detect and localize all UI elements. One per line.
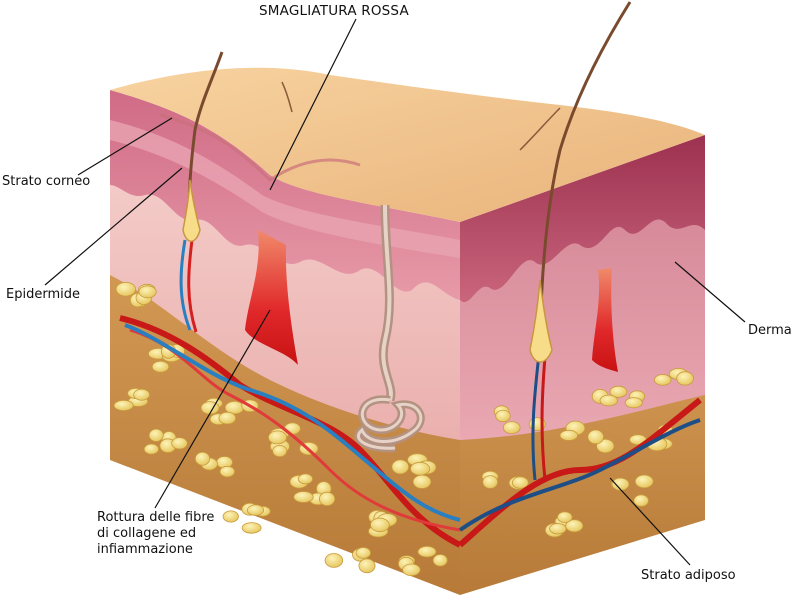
- fat-cell: [113, 399, 134, 411]
- fat-cell: [194, 451, 211, 466]
- fat-cell: [115, 281, 137, 297]
- top-crease-2: [519, 107, 561, 151]
- fat-cell: [318, 491, 336, 506]
- follicle-left: [182, 179, 201, 242]
- blood-vessels: [119, 239, 702, 548]
- leader-derma: [674, 261, 746, 323]
- fat-cell: [222, 510, 239, 523]
- fat-cell: [218, 411, 237, 425]
- label-rottura-fibre: Rottura delle fibre di collagene ed infi…: [97, 510, 247, 558]
- fat-cell: [267, 430, 287, 445]
- label-epidermide: Epidermide: [6, 287, 80, 302]
- follicle-right: [529, 279, 553, 363]
- fat-cell: [599, 394, 618, 407]
- fat-cell: [171, 437, 188, 450]
- fat-cell: [297, 473, 313, 485]
- fat-cell: [511, 476, 529, 489]
- fat-cell: [358, 558, 376, 574]
- leader-rottura: [154, 309, 271, 509]
- epidermis-side: [460, 135, 705, 303]
- label-strato-corneo: Strato corneo: [2, 174, 91, 189]
- artery-front-2: [129, 328, 461, 532]
- leader-smagliatura: [269, 18, 357, 191]
- fat-cell: [410, 461, 431, 476]
- top-crease: [281, 81, 293, 113]
- epidermis-front: [110, 90, 460, 300]
- leader-strato-corneo: [77, 117, 173, 176]
- fat-cell: [293, 491, 314, 503]
- fat-cell: [502, 421, 521, 435]
- fat-cell: [565, 519, 584, 533]
- fat-cell: [495, 409, 511, 423]
- fat-cell: [654, 374, 672, 386]
- fat-cell: [417, 546, 437, 558]
- fat-cell: [634, 474, 654, 489]
- label-smagliatura-rossa: SMAGLIATURA ROSSA: [259, 3, 409, 19]
- skin-surface-top: [110, 67, 705, 223]
- fat-cell: [272, 444, 288, 458]
- fat-cell: [138, 285, 157, 299]
- fat-cell: [412, 474, 432, 489]
- fat-cell: [432, 554, 448, 567]
- fat-cell: [609, 385, 628, 398]
- epidermis-front-band: [110, 120, 460, 258]
- label-strato-adiposo: Strato adiposo: [641, 568, 736, 583]
- fat-cell: [219, 465, 236, 478]
- hair-shaft-right: [538, 1, 632, 336]
- stretch-mark-side: [592, 268, 618, 372]
- vein-side: [458, 418, 701, 532]
- fat-cell: [151, 360, 170, 373]
- fat-cell: [370, 517, 390, 533]
- fat-cell: [559, 429, 579, 441]
- fat-cell: [557, 511, 573, 523]
- fat-cell: [587, 429, 604, 445]
- fat-cell: [143, 443, 159, 455]
- label-rottura-line-3: infiammazione: [97, 542, 193, 557]
- fat-cell: [391, 459, 410, 475]
- leader-strato-adiposo: [609, 477, 691, 566]
- fat-cell: [611, 477, 630, 491]
- fat-cells: [113, 281, 694, 577]
- fat-cell: [148, 428, 164, 442]
- fat-cell: [676, 371, 694, 386]
- fat-cell: [482, 475, 499, 489]
- fat-cell: [549, 523, 567, 535]
- fat-cell: [596, 438, 615, 454]
- label-rottura-line-1: Rottura delle fibre: [97, 510, 215, 525]
- fat-cell: [241, 522, 262, 534]
- label-derma: Derma: [748, 323, 792, 338]
- leader-lines: [44, 18, 746, 566]
- fat-cell: [402, 563, 421, 577]
- front-face: [110, 90, 460, 595]
- artery-side: [458, 397, 702, 548]
- fat-cell: [624, 397, 643, 409]
- fat-cell: [246, 504, 265, 516]
- fat-cell: [133, 388, 151, 401]
- leader-epidermide: [44, 167, 183, 286]
- label-rottura-line-2: di collagene ed: [97, 526, 197, 541]
- fat-cell: [324, 553, 344, 568]
- hair-follicles: [182, 1, 632, 363]
- capillary-up-red: [187, 239, 198, 333]
- stretch-groove: [159, 113, 361, 182]
- vein-front: [124, 323, 461, 522]
- capillary-up: [179, 239, 192, 331]
- sweat-gland: [354, 204, 425, 453]
- fat-cell: [633, 494, 649, 507]
- fat-cell: [355, 547, 372, 559]
